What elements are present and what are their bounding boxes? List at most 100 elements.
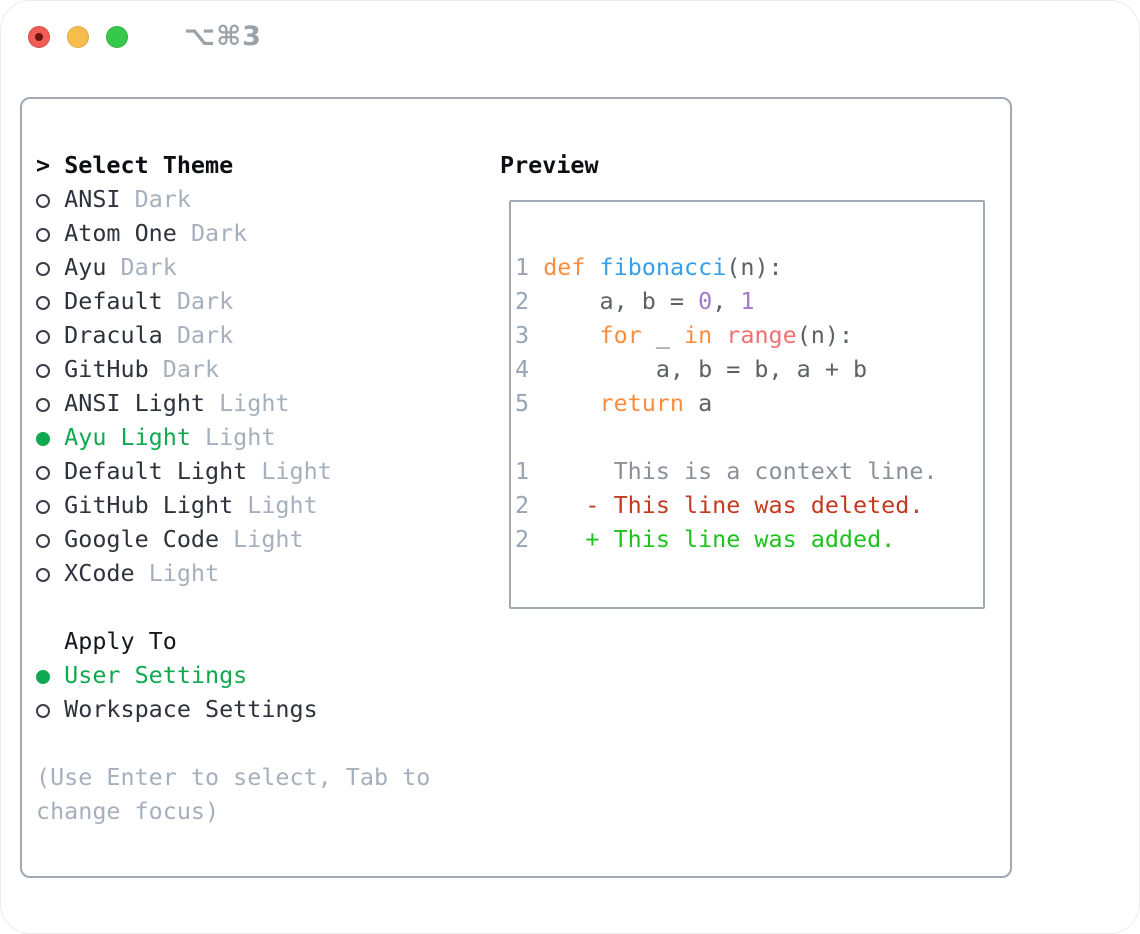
radio-unselected-icon — [36, 568, 51, 582]
code-segment-ctx: This is a context line. — [529, 457, 938, 485]
code-segment-del: - This line was deleted. — [529, 491, 924, 519]
code-segment-fn: fibonacci — [599, 253, 727, 281]
radio-unselected-icon — [36, 704, 51, 718]
theme-item[interactable]: GitHub Dark — [36, 352, 430, 386]
preview-line-diff-added: 2 + This line was added. — [515, 522, 937, 556]
radio-selected-icon — [36, 670, 51, 684]
line-number: 4 — [515, 355, 530, 383]
theme-item[interactable]: Dracula Dark — [36, 318, 430, 352]
code-segment-pl — [712, 321, 726, 349]
window-title: ⌥⌘3 — [184, 21, 262, 52]
theme-item-name: Dracula — [64, 321, 163, 349]
code-segment-kw: def — [543, 253, 586, 281]
radio-unselected-icon — [36, 364, 51, 378]
theme-item[interactable]: ANSI Light Light — [36, 386, 430, 420]
line-number: 1 — [515, 253, 530, 281]
line-number: 2 — [515, 525, 530, 553]
preview-line-blank — [515, 420, 937, 454]
apply-option[interactable]: Workspace Settings — [36, 692, 430, 726]
preview-panel — [509, 200, 985, 609]
preview-header: Preview — [500, 148, 599, 182]
theme-item-variant-tag: Dark — [120, 253, 177, 281]
theme-item-variant-tag: Dark — [176, 287, 234, 315]
spacer-row — [36, 590, 430, 624]
radio-unselected-icon — [36, 262, 51, 276]
code-segment-pl — [529, 253, 543, 281]
theme-item-variant-tag: Light — [247, 491, 318, 519]
theme-item[interactable]: Atom One Dark — [36, 216, 430, 250]
preview-line-code: 4 a, b = b, a + b — [515, 352, 937, 386]
theme-list: > Select Theme ANSI Dark Atom One Dark A… — [36, 148, 430, 828]
code-segment-cn: 1 — [740, 287, 755, 315]
code-segment-pl — [529, 389, 599, 417]
theme-item-name: Atom One — [64, 219, 177, 247]
hint-text-line2: change focus) — [36, 797, 220, 825]
code-segment-sp: range — [726, 321, 797, 349]
theme-list-header: > Select Theme — [36, 148, 430, 182]
zoom-button-icon[interactable] — [106, 26, 128, 48]
code-segment-pl — [585, 253, 599, 281]
theme-item-variant-tag: Dark — [134, 185, 191, 213]
radio-unselected-icon — [36, 466, 51, 480]
preview-header-label: Preview — [500, 151, 599, 179]
hint-text-line1: (Use Enter to select, Tab to — [36, 763, 431, 791]
code-segment-pl: a, b = b, a + b — [529, 355, 868, 383]
theme-item[interactable]: Default Dark — [36, 284, 430, 318]
apply-option-label: User Settings — [64, 661, 248, 689]
theme-item-name: ANSI Light — [64, 389, 205, 417]
theme-item-variant-tag: Dark — [190, 219, 248, 247]
theme-item[interactable]: XCode Light — [36, 556, 430, 590]
code-segment-pl: a — [684, 389, 713, 417]
preview-line-diff-deleted: 2 - This line was deleted. — [515, 488, 937, 522]
theme-item-name: Default Light — [64, 457, 248, 485]
code-segment-kw: return — [599, 389, 685, 417]
theme-item-name: GitHub Light — [64, 491, 234, 519]
theme-item[interactable]: Default Light Light — [36, 454, 430, 488]
preview-line-code: 1 def fibonacci(n): — [515, 250, 937, 284]
code-segment-pl — [529, 321, 599, 349]
cursor-icon: > — [36, 151, 51, 179]
radio-unselected-icon — [36, 296, 51, 310]
theme-item-variant-tag: Dark — [176, 321, 234, 349]
radio-unselected-icon — [36, 194, 51, 208]
line-number: 2 — [515, 491, 530, 519]
line-number: 1 — [515, 457, 530, 485]
code-segment-pl: (n): — [796, 321, 854, 349]
theme-item-variant-tag: Light — [261, 457, 332, 485]
minimize-button-icon[interactable] — [67, 26, 89, 48]
theme-item-variant-tag: Light — [233, 525, 304, 553]
theme-item[interactable]: Ayu Dark — [36, 250, 430, 284]
code-segment-pl: a, b = — [529, 287, 699, 315]
theme-item-variant-tag: Light — [219, 389, 290, 417]
theme-item-name: ANSI — [64, 185, 121, 213]
code-segment-pl: (n): — [726, 253, 783, 281]
theme-item[interactable]: Google Code Light — [36, 522, 430, 556]
code-segment-kw: in — [684, 321, 713, 349]
code-segment-pl: , — [712, 287, 741, 315]
theme-item-name: Ayu — [64, 253, 107, 281]
theme-item-name: GitHub — [64, 355, 149, 383]
close-button-icon[interactable] — [28, 26, 50, 48]
theme-item-variant-tag: Light — [205, 423, 276, 451]
theme-item[interactable]: ANSI Dark — [36, 182, 430, 216]
spacer-row — [36, 726, 430, 760]
apply-option[interactable]: User Settings — [36, 658, 430, 692]
preview-line-code: 5 return a — [515, 386, 937, 420]
theme-item-variant-tag: Light — [148, 559, 220, 587]
theme-item-name: Ayu Light — [64, 423, 191, 451]
theme-item-name: XCode — [64, 559, 135, 587]
theme-item[interactable]: GitHub Light Light — [36, 488, 430, 522]
radio-selected-icon — [36, 432, 51, 446]
apply-to-header: Apply To — [64, 627, 177, 655]
line-number: 2 — [515, 287, 530, 315]
theme-item[interactable]: Ayu Light Light — [36, 420, 430, 454]
theme-list-header-label: Select Theme — [64, 151, 234, 179]
theme-item-variant-tag: Dark — [162, 355, 220, 383]
line-number: 5 — [515, 389, 530, 417]
theme-item-name: Default — [64, 287, 163, 315]
radio-unselected-icon — [36, 500, 51, 514]
code-segment-kw: for — [599, 321, 642, 349]
preview-line-code: 2 a, b = 0, 1 — [515, 284, 937, 318]
